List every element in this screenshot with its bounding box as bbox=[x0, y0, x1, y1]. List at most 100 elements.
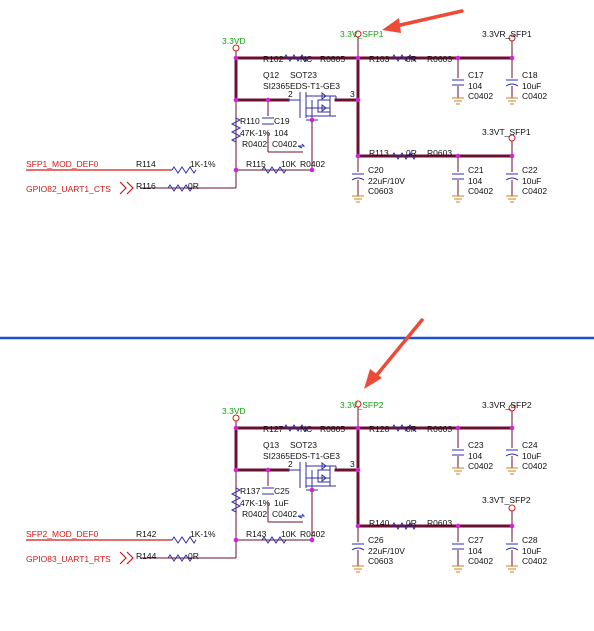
sfp1-c-gate-value: 104 bbox=[274, 128, 288, 138]
sfp1-r-gate-package: R0402 bbox=[242, 139, 267, 149]
sfp1-r-out-t-package: R0603 bbox=[427, 148, 452, 158]
sfp2-r-mid-package: R0402 bbox=[300, 529, 325, 539]
sfp1-c-bulk-ref: C20 bbox=[368, 165, 384, 175]
sfp2-c-bulk-package: C0603 bbox=[368, 556, 393, 566]
sfp1-r-out-r-value: 0R bbox=[406, 54, 417, 64]
sfp1-c-r2-ref: C18 bbox=[522, 70, 538, 80]
sfp1-rail-r-label: 3.3VR_SFP1 bbox=[482, 29, 532, 39]
sfp2-c-t1-ref: C27 bbox=[468, 535, 484, 545]
sfp1-r-mod-value: 1K-1% bbox=[190, 159, 216, 169]
sfp2-mosfet-part: SI2365EDS-T1-GE3 bbox=[263, 451, 340, 461]
sfp2-main-rail-label: 3.3V_SFP2 bbox=[340, 400, 384, 410]
sfp1-mod-def0-net: SFP1_MOD_DEF0 bbox=[26, 159, 99, 169]
sfp1-r-gate-ref: R110 bbox=[240, 116, 260, 126]
sfp1-c-t1-value: 104 bbox=[468, 176, 482, 186]
sfp2-r-top-value: NC bbox=[300, 424, 312, 434]
sfp1-r-mid-ref: R115 bbox=[246, 159, 266, 169]
sfp1-r-out-t-ref: R113 bbox=[369, 148, 389, 158]
sfp1-r-mid-package: R0402 bbox=[300, 159, 325, 169]
sfp1-c-r2-value: 10uF bbox=[522, 81, 541, 91]
sfp1-r-uart-value: 0R bbox=[188, 181, 199, 191]
sfp1-r-out-r-package: R0603 bbox=[427, 54, 452, 64]
sfp1-power-section: 3.3VD 3.3V_SFP1 3.3VR_SFP1 3.3VT_SFP1 SF… bbox=[24, 29, 547, 204]
sfp2-c-r1-value: 104 bbox=[468, 451, 482, 461]
sfp2-r-uart-value: 0R bbox=[188, 551, 199, 561]
sfp2-r-mod-value: 1K-1% bbox=[190, 529, 216, 539]
sfp1-mosfet-pin-drain: 3 bbox=[350, 89, 355, 99]
sfp2-rail-r-label: 3.3VR_SFP2 bbox=[482, 400, 532, 410]
sfp2-c-bulk-ref: C26 bbox=[368, 535, 384, 545]
sfp1-r-mid-value: 10K bbox=[281, 159, 296, 169]
sfp1-c-r1-ref: C17 bbox=[468, 70, 484, 80]
sfp1-c-t1-package: C0402 bbox=[468, 186, 493, 196]
sfp2-r-top-ref: R127 bbox=[263, 424, 284, 434]
sfp1-c-t2-value: 10uF bbox=[522, 176, 541, 186]
sfp1-r-mod-ref: R114 bbox=[136, 159, 156, 169]
sfp1-r-top-value: NC bbox=[300, 54, 312, 64]
sfp2-power-section: 3.3VD 3.3V_SFP2 3.3VR_SFP2 3.3VT_SFP2 SF… bbox=[24, 399, 547, 574]
sfp2-c-t1-value: 104 bbox=[468, 546, 482, 556]
sfp2-mosfet-pin-gate: 2 bbox=[288, 459, 293, 469]
sfp2-c-r2-value: 10uF bbox=[522, 451, 541, 461]
sfp2-r-out-t-value: 0R bbox=[406, 518, 417, 528]
sfp2-r-mid-value: 10K bbox=[281, 529, 296, 539]
sfp2-r-top-package: R0805 bbox=[320, 424, 345, 434]
sfp1-input-rail-label: 3.3VD bbox=[222, 36, 246, 46]
sfp1-c-r2-package: C0402 bbox=[522, 91, 547, 101]
sfp1-r-out-r-ref: R103 bbox=[369, 54, 390, 64]
sfp2-c-bulk-value: 22uF/10V bbox=[368, 546, 405, 556]
sfp2-c-r2-package: C0402 bbox=[522, 461, 547, 471]
sfp1-c-bulk-value: 22uF/10V bbox=[368, 176, 405, 186]
sfp2-rail-t-label: 3.3VT_SFP2 bbox=[482, 495, 531, 505]
sfp1-r-top-ref: R102 bbox=[263, 54, 284, 64]
annotation-arrow-bottom bbox=[364, 318, 424, 389]
sfp2-mosfet-pin-drain: 3 bbox=[350, 459, 355, 469]
sfp2-r-uart-ref: R144 bbox=[136, 551, 157, 561]
sfp2-c-r2-ref: C24 bbox=[522, 440, 538, 450]
sfp1-main-rail-label: 3.3V_SFP1 bbox=[340, 29, 384, 39]
sfp1-c-t2-package: C0402 bbox=[522, 186, 547, 196]
sfp1-mosfet-ref: Q12 bbox=[263, 70, 279, 80]
sfp2-c-gate-ref: C25 bbox=[274, 486, 290, 496]
sfp2-c-gate-value: 1uF bbox=[274, 498, 289, 508]
sfp2-r-gate-package: R0402 bbox=[242, 509, 267, 519]
sfp2-r-out-t-ref: R140 bbox=[369, 518, 390, 528]
sfp2-r-mod-ref: R142 bbox=[136, 529, 157, 539]
sfp2-c-r1-ref: C23 bbox=[468, 440, 484, 450]
sfp1-r-out-t-value: 0R bbox=[406, 148, 417, 158]
sfp1-rail-t-label: 3.3VT_SFP1 bbox=[482, 127, 531, 137]
sfp1-c-r1-package: C0402 bbox=[468, 91, 493, 101]
sfp1-r-gate-value: 47K-1% bbox=[240, 128, 271, 138]
sfp1-c-r1-value: 104 bbox=[468, 81, 482, 91]
sfp2-mod-def0-net: SFP2_MOD_DEF0 bbox=[26, 529, 99, 539]
sfp1-mosfet-pin-gate: 2 bbox=[288, 89, 293, 99]
sfp1-c-gate-package: C0402 bbox=[272, 139, 297, 149]
sfp1-mosfet-package: SOT23 bbox=[290, 70, 317, 80]
sfp1-c-t2-ref: C22 bbox=[522, 165, 538, 175]
sfp2-r-mid-ref: R143 bbox=[246, 529, 267, 539]
sfp2-r-gate-value: 47K-1% bbox=[240, 498, 271, 508]
sfp2-r-out-t-package: R0603 bbox=[427, 518, 452, 528]
sfp1-r-uart-ref: R116 bbox=[136, 181, 156, 191]
sfp1-c-bulk-package: C0603 bbox=[368, 186, 393, 196]
sfp2-input-rail-label: 3.3VD bbox=[222, 406, 246, 416]
sfp2-c-gate-package: C0402 bbox=[272, 509, 297, 519]
sfp1-r-top-package: R0805 bbox=[320, 54, 345, 64]
sfp1-mosfet-part: SI2365EDS-T1-GE3 bbox=[263, 81, 340, 91]
sfp2-c-r1-package: C0402 bbox=[468, 461, 493, 471]
sfp2-c-t2-ref: C28 bbox=[522, 535, 538, 545]
annotation-arrow-top bbox=[382, 9, 464, 33]
sfp2-r-out-r-ref: R128 bbox=[369, 424, 390, 434]
sfp2-r-out-r-value: 0R bbox=[406, 424, 417, 434]
sfp2-c-t1-package: C0402 bbox=[468, 556, 493, 566]
sfp1-uart-net: GPIO82_UART1_CTS bbox=[26, 184, 111, 194]
sfp2-r-gate-ref: R137 bbox=[240, 486, 261, 496]
sfp2-mosfet-ref: Q13 bbox=[263, 440, 279, 450]
sfp1-c-t1-ref: C21 bbox=[468, 165, 484, 175]
sfp2-c-t2-value: 10uF bbox=[522, 546, 541, 556]
sfp2-r-out-r-package: R0603 bbox=[427, 424, 452, 434]
sfp1-c-gate-ref: C19 bbox=[274, 116, 290, 126]
sfp2-c-t2-package: C0402 bbox=[522, 556, 547, 566]
sfp2-uart-net: GPIO83_UART1_RTS bbox=[26, 554, 111, 564]
